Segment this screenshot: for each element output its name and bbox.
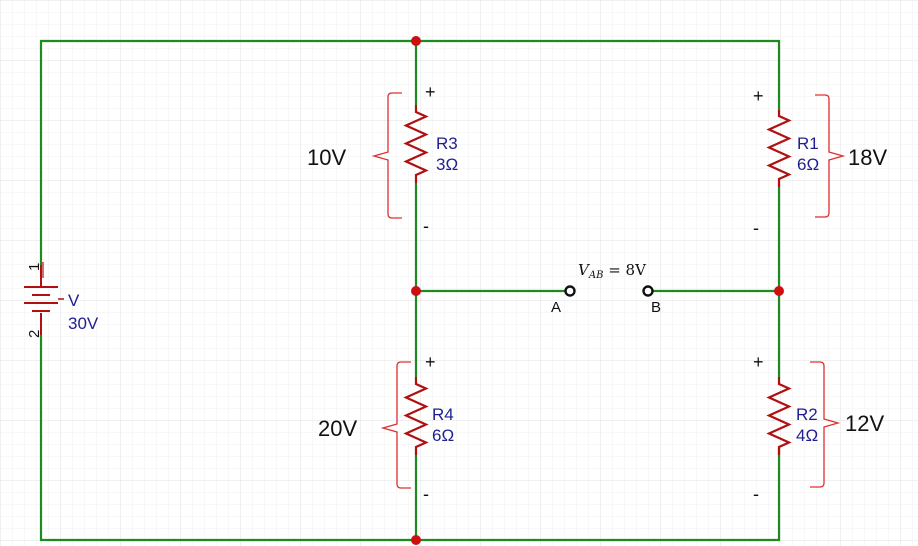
wires [39,39,781,542]
battery-value-label: 30V [68,314,99,333]
r2-voltage-label: 12V [845,411,884,436]
resistor-r3-symbol [403,105,429,183]
r2-value-label: 4Ω [796,426,818,445]
node-left-mid [411,286,421,296]
r4-name-label: R4 [432,405,454,424]
r3-plus-label: + [425,82,436,102]
r3-name-label: R3 [436,134,458,153]
r1-plus-label: + [753,86,764,106]
voltage-braces [371,92,846,489]
r2-voltage-brace [810,361,841,488]
r4-value-label: 6Ω [432,426,454,445]
node-top [411,36,421,46]
junction-nodes [411,36,784,545]
r3-voltage-label: 10V [307,145,346,170]
battery-pin-1-label: 1 [26,263,43,271]
node-bottom [411,535,421,545]
r1-voltage-label: 18V [848,145,887,170]
r1-name-label: R1 [797,134,819,153]
terminal-b-label: B [651,299,661,316]
terminal-a-label: A [551,299,561,316]
terminal-a [564,285,576,297]
resistors [403,105,792,455]
wire-bottom-right [416,448,781,542]
battery-name-label: V [68,291,80,310]
r4-minus-label: - [423,484,429,504]
node-right-mid [774,286,784,296]
vab-equation: = 8V [603,261,647,279]
resistor-r1-symbol [766,110,792,187]
r2-plus-label: + [753,352,764,372]
battery-symbol [24,262,64,335]
terminal-b [642,285,654,297]
resistor-r2-symbol [766,377,792,455]
vab-subscript: AB [588,270,604,281]
vab-symbol: V [578,261,591,279]
r2-minus-label: - [753,484,759,504]
r1-minus-label: - [753,218,759,238]
r1-value-label: 6Ω [797,155,819,174]
r2-name-label: R2 [796,405,818,424]
r1-voltage-brace [815,94,846,218]
r4-voltage-brace [380,361,411,489]
wire-top [39,39,781,265]
r3-minus-label: - [423,216,429,236]
battery-pin-2-label: 2 [26,330,43,338]
r4-voltage-label: 20V [318,416,357,441]
r4-plus-label: + [425,352,436,372]
resistor-r4-symbol [403,377,429,455]
r3-voltage-brace [371,92,402,219]
r3-value-label: 3Ω [436,155,458,174]
wire-bottom-left [39,335,416,542]
vab-annotation: VAB = 8V [578,261,647,281]
